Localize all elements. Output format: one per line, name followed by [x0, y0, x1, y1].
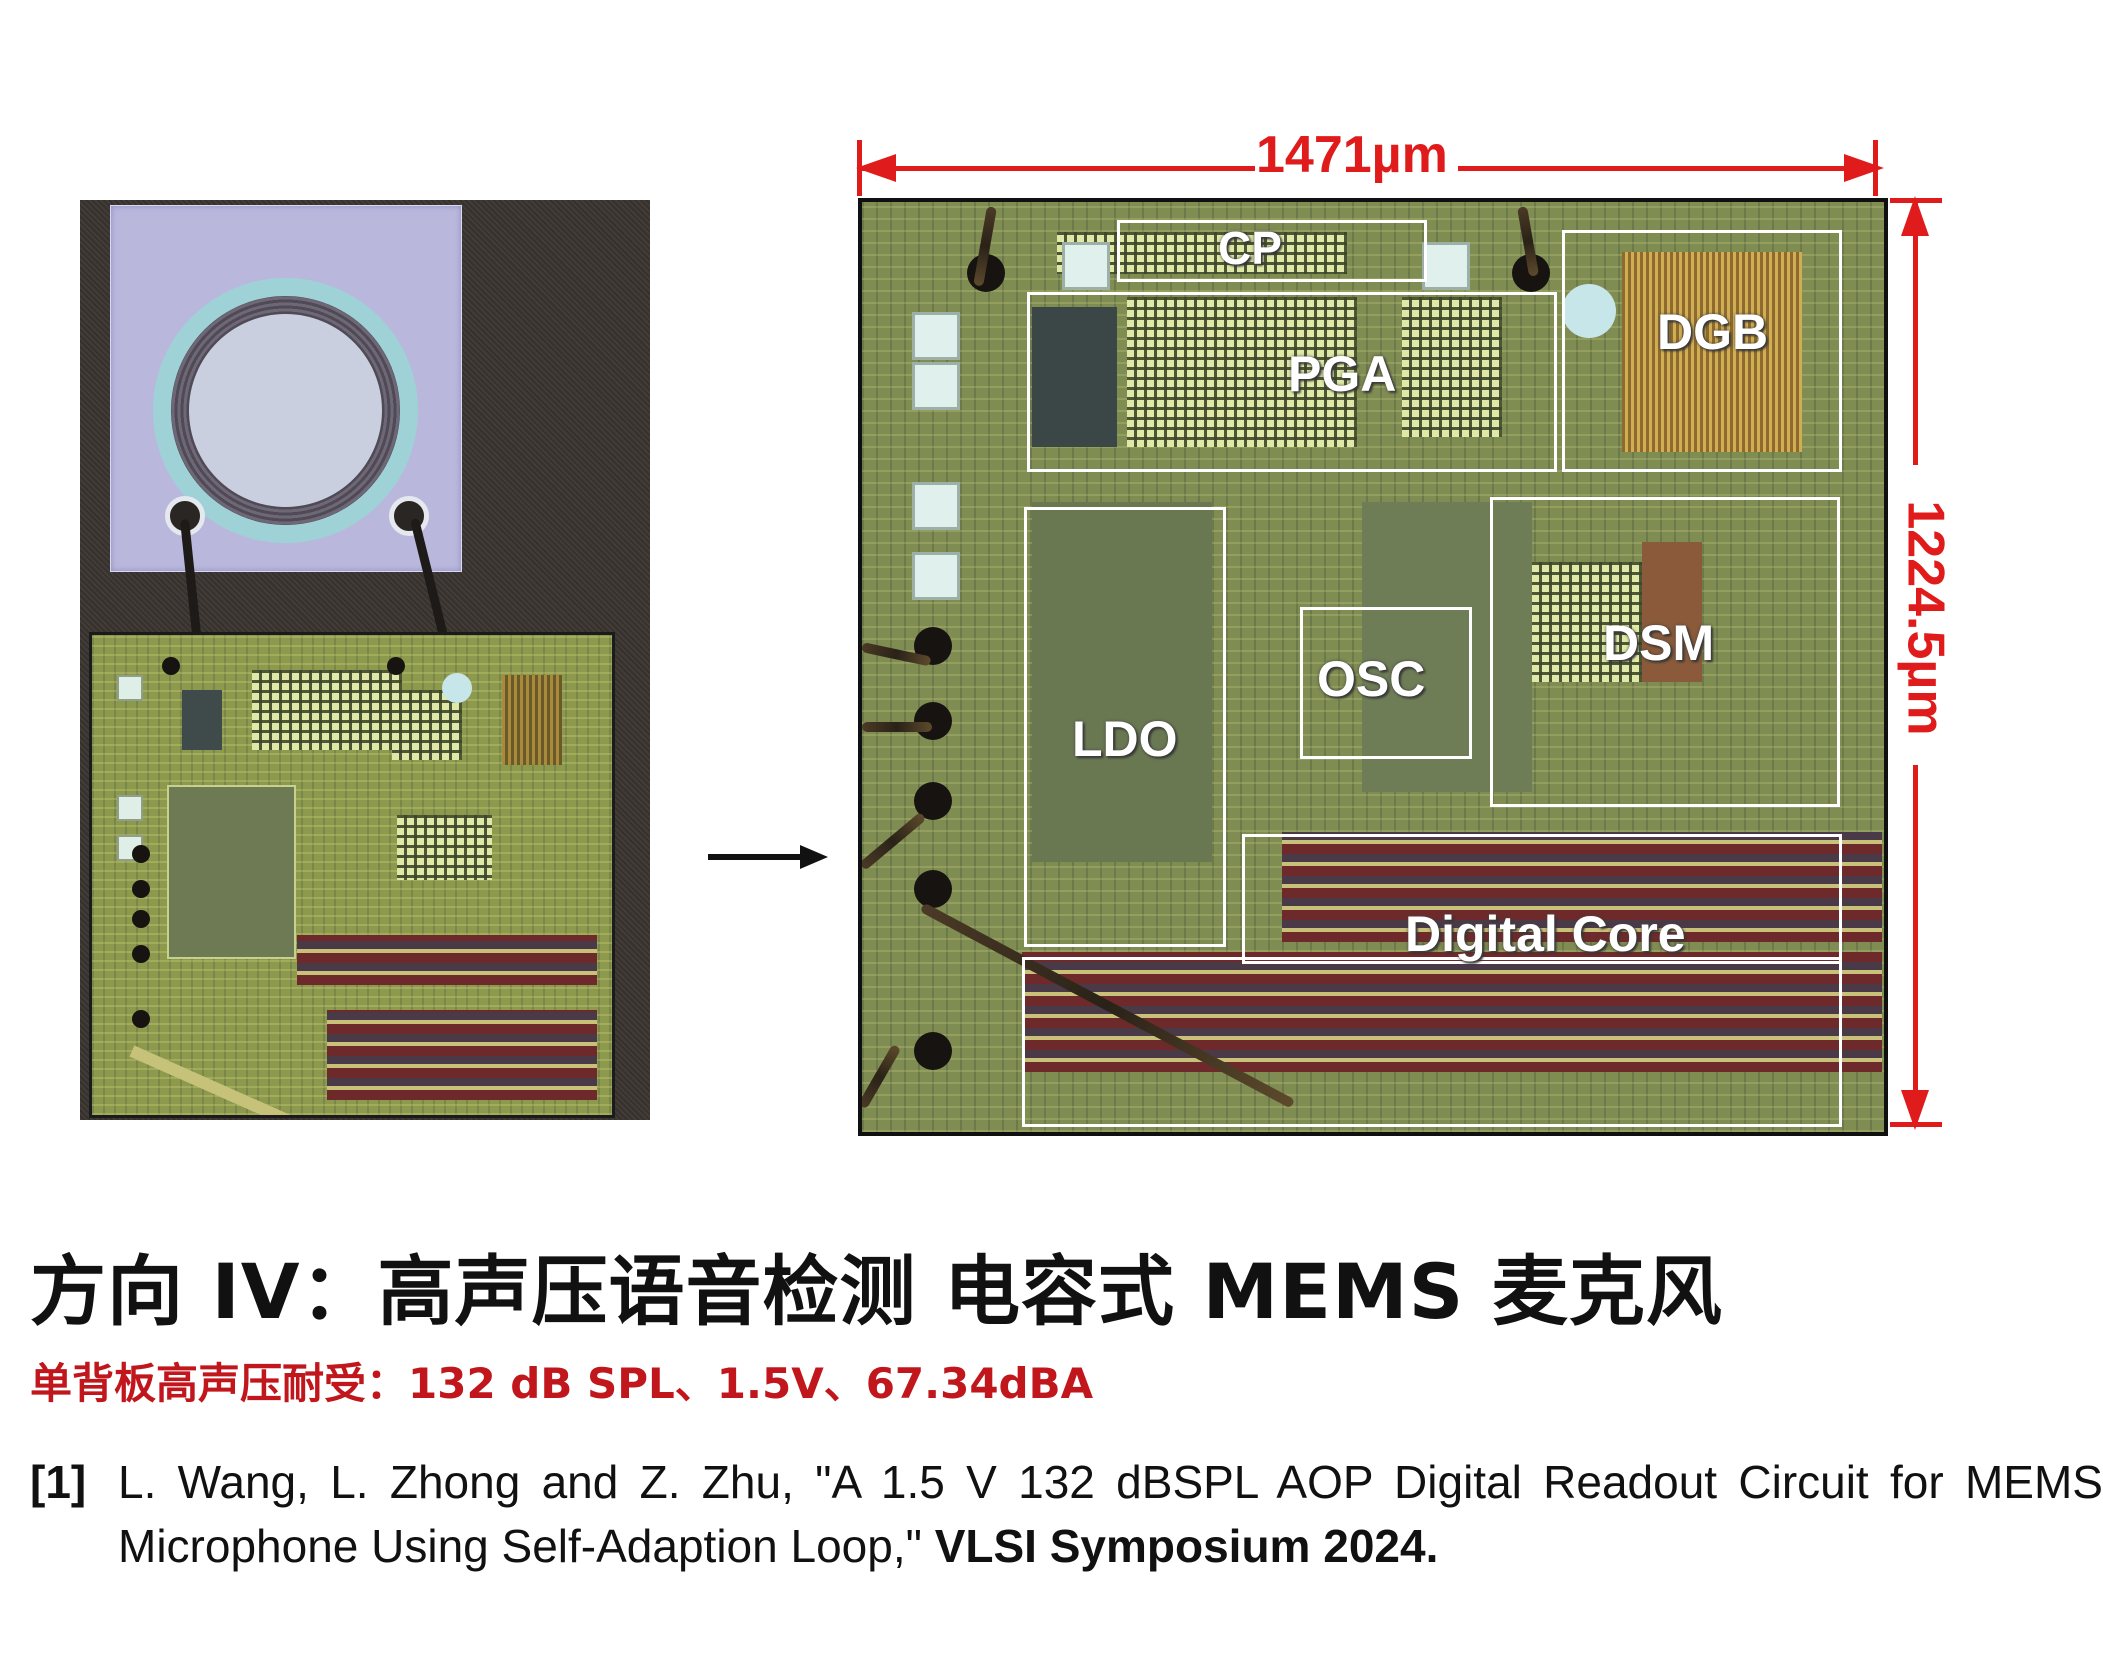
reference-text: L. Wang, L. Zhong and Z. Zhu, "A 1.5 V 1… — [118, 1456, 2103, 1572]
reference-venue: VLSI Symposium 2024. — [934, 1520, 1439, 1572]
block-label-ldo: LDO — [1072, 711, 1178, 767]
block-cp: CP — [1117, 220, 1427, 282]
block-osc: OSC — [1300, 607, 1472, 759]
slide-subtitle: 单背板高声压耐受：132 dB SPL、1.5V、67.34dBA — [30, 1359, 1094, 1408]
mems-assembly-photo — [80, 200, 650, 1120]
block-pga: PGA — [1027, 292, 1557, 472]
block-label-dgb: DGB — [1657, 304, 1769, 360]
readout-chip-small — [89, 632, 615, 1118]
height-dimension-label: 1224.5µm — [1896, 500, 1955, 736]
block-digital-core: Digital Core — [1022, 906, 1842, 1127]
slide-title: 方向 IV：高声压语音检测 电容式 MEMS 麦克风 — [30, 1247, 1723, 1336]
mems-diaphragm — [189, 314, 382, 507]
reference-number: [1] — [30, 1456, 87, 1508]
bond-pad — [914, 870, 952, 908]
block-label-dsm: DSM — [1603, 615, 1715, 671]
mems-sensor-die — [110, 205, 462, 572]
readout-chip-micrograph: CP PGA DGB LDO OSC DSM Digital Core — [858, 198, 1888, 1136]
block-dgb: DGB — [1562, 230, 1842, 472]
block-label-osc: OSC — [1317, 651, 1426, 707]
width-dimension-label: 1471µm — [1256, 126, 1448, 184]
right-arrow-icon — [708, 845, 828, 869]
mems-bond-pad — [389, 496, 429, 536]
block-label-digital-core: Digital Core — [1405, 906, 1686, 962]
reference-body: L. Wang, L. Zhong and Z. Zhu, "A 1.5 V 1… — [118, 1450, 2103, 1578]
bond-pad — [914, 1032, 952, 1070]
block-label-pga: PGA — [1288, 346, 1397, 402]
block-dsm: DSM — [1490, 497, 1840, 807]
block-digital-core-upper — [1242, 834, 1842, 964]
block-label-cp: CP — [1218, 222, 1282, 274]
bond-pad — [914, 702, 952, 740]
block-ldo: LDO — [1024, 507, 1226, 947]
